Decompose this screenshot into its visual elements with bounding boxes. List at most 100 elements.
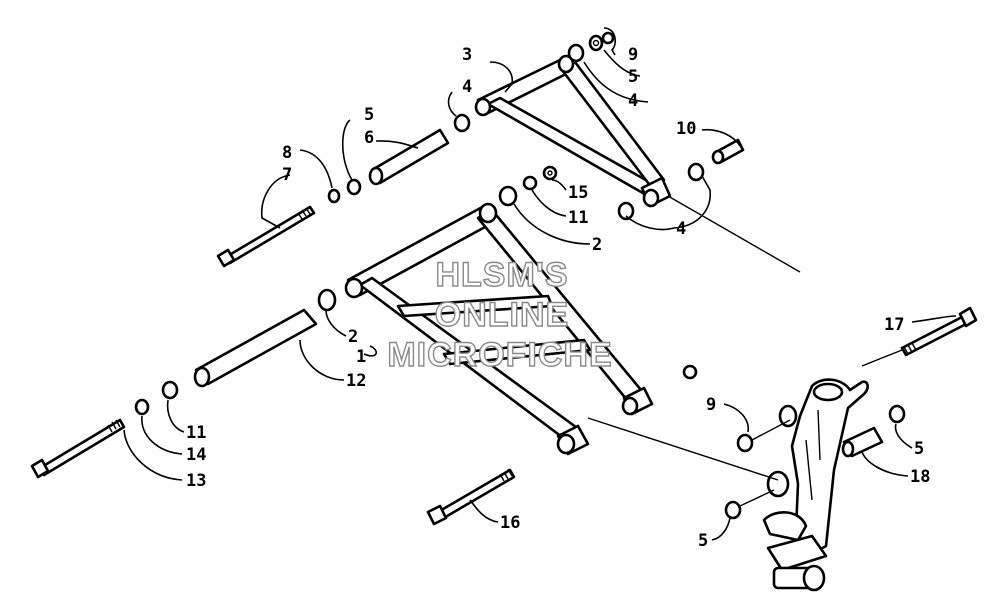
leader-4a — [447, 91, 457, 117]
upper-a-arm — [474, 54, 672, 208]
lower-arm-boss-2-end — [621, 396, 639, 416]
steering-knuckle — [762, 378, 869, 592]
callout-18: 18 — [910, 467, 930, 487]
washer-14 — [134, 398, 150, 416]
lock-nut-5-b — [346, 178, 362, 196]
callout-4-top-right: 4 — [628, 91, 638, 111]
pin-10-end — [711, 149, 725, 165]
bushing-4-b — [567, 43, 585, 63]
leader-11b — [166, 399, 185, 433]
alignment-line-5 — [861, 349, 903, 367]
bolt-16 — [426, 468, 516, 526]
knuckle-top-boss — [812, 382, 844, 402]
washer-8 — [327, 188, 341, 204]
lower-arm-pivot-end-2 — [478, 202, 498, 224]
bolt-17-shank — [900, 314, 970, 357]
sleeve-12 — [194, 308, 318, 386]
leader-4c — [625, 175, 711, 231]
lock-nut-9-c — [736, 433, 754, 453]
leader-6 — [375, 140, 419, 149]
washer-9-b — [682, 364, 698, 380]
sleeve-12-end — [193, 366, 211, 388]
leader-5b — [341, 119, 353, 181]
washer-15 — [542, 165, 558, 181]
alignment-line-4 — [739, 489, 775, 507]
callout-11-lower: 11 — [186, 423, 206, 443]
lower-arm-crossbar-bottom — [442, 338, 592, 366]
knuckle-lower-ear — [766, 470, 790, 498]
leader-2b — [325, 309, 347, 337]
callout-4-right: 4 — [676, 219, 686, 239]
bolt-17 — [900, 306, 978, 357]
leader-18 — [861, 451, 909, 477]
callout-labels: 3 4 9 5 4 10 5 6 8 7 15 11 2 4 2 1 12 11… — [186, 45, 930, 551]
sleeve-6 — [370, 128, 450, 185]
bolt-13-threads — [107, 419, 121, 433]
callout-4-upper-left: 4 — [462, 77, 472, 97]
knuckle-base — [766, 534, 828, 572]
bolt-16-threads — [499, 468, 513, 482]
watermark-line-3: MICROFICHE — [387, 336, 612, 374]
callout-15: 15 — [568, 183, 588, 203]
leader-5c — [894, 423, 913, 449]
leader-17 — [911, 315, 957, 323]
upper-arm-boss-end — [642, 188, 660, 208]
leader-1 — [363, 345, 377, 357]
callout-5-bottom: 5 — [698, 531, 708, 551]
spacer-18-end — [841, 440, 855, 458]
knuckle-detail-lines — [805, 409, 821, 501]
watermark-line-1: HLSM'S — [435, 256, 568, 294]
lock-nut-11-a — [522, 175, 538, 191]
bushing-4-d — [687, 162, 705, 182]
bolt-13-shank — [38, 418, 126, 477]
bushing-4-a — [453, 113, 471, 133]
leader-11a — [531, 189, 567, 217]
upper-arm-pivot-end-2 — [557, 54, 575, 74]
leader-16 — [469, 499, 499, 523]
washer-9-a — [601, 31, 615, 45]
callout-9-lower: 9 — [706, 395, 716, 415]
leader-3 — [489, 61, 514, 93]
sleeve-6-end — [368, 166, 384, 186]
callout-6: 6 — [364, 128, 374, 148]
callout-2-upper: 2 — [592, 235, 602, 255]
leader-13 — [123, 429, 183, 481]
bolt-7-head — [216, 248, 236, 268]
bolt-13-head — [30, 458, 50, 479]
leader-15 — [551, 179, 567, 191]
callout-5-left: 5 — [364, 105, 374, 125]
leader-5a — [603, 49, 641, 77]
lock-nut-11-b — [161, 380, 179, 400]
callout-8: 8 — [282, 143, 292, 163]
bushing-2-b — [317, 288, 337, 312]
bolt-17-threads — [903, 342, 917, 355]
callout-9-top: 9 — [628, 45, 638, 65]
leader-2a — [513, 203, 591, 245]
leader-4b — [583, 61, 649, 103]
leader-12 — [299, 339, 345, 381]
lower-arm-crossbar-top — [396, 294, 554, 318]
callout-12: 12 — [346, 371, 366, 391]
leader-9b — [723, 403, 749, 433]
alignment-line-1 — [667, 195, 801, 273]
bolt-7 — [216, 205, 316, 268]
leader-lines — [123, 27, 957, 541]
leader-10 — [701, 128, 741, 147]
lock-nut-5-d — [724, 500, 742, 520]
callout-11-upper: 11 — [568, 208, 588, 228]
bolt-16-head — [426, 504, 448, 526]
lock-nut-5-c — [888, 404, 906, 424]
leader-14 — [141, 415, 183, 455]
bolt-7-shank — [224, 205, 316, 265]
callout-5-top: 5 — [628, 67, 638, 87]
bolt-7-threads — [297, 207, 311, 220]
bolt-13 — [30, 418, 126, 479]
spindle-end — [802, 564, 826, 592]
upper-arm-pivot-end — [474, 97, 492, 117]
callout-13: 13 — [186, 471, 206, 491]
callout-7: 7 — [282, 165, 292, 185]
leader-8 — [299, 149, 333, 189]
callout-14: 14 — [186, 445, 206, 465]
